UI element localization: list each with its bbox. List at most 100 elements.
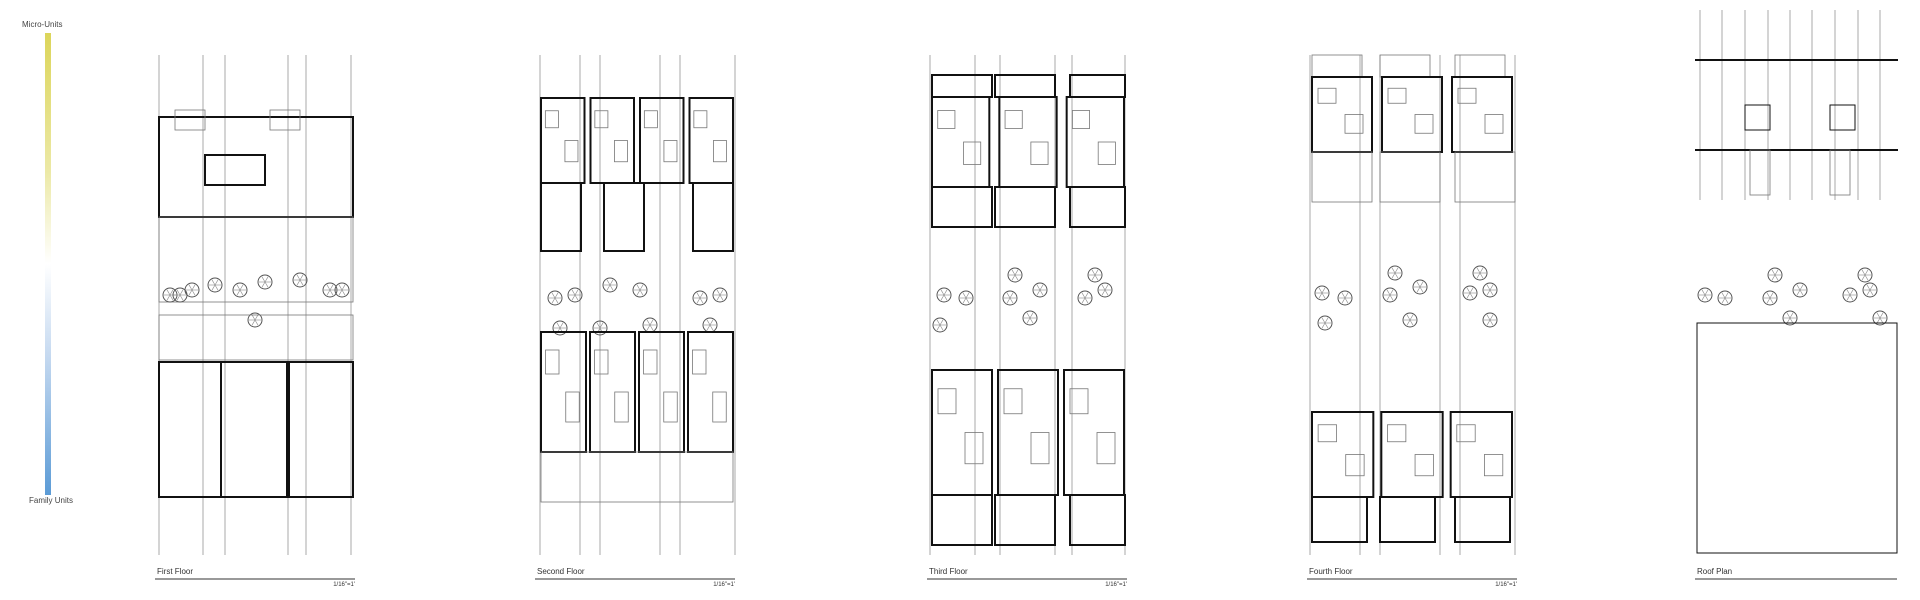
tree-branch bbox=[1386, 294, 1391, 301]
interior-partition bbox=[1311, 54, 1363, 78]
interior-partition bbox=[663, 140, 678, 163]
wall-outline bbox=[692, 182, 734, 252]
tree-branch bbox=[1011, 269, 1016, 276]
tree-branch bbox=[596, 322, 601, 329]
tree-branch bbox=[1799, 289, 1804, 296]
tree-branch bbox=[296, 279, 301, 286]
panel-title-fourth-floor: Fourth Floor bbox=[1309, 567, 1353, 576]
interior-partition bbox=[540, 451, 734, 503]
tree-icon bbox=[1317, 315, 1333, 331]
tree-icon bbox=[1482, 312, 1498, 328]
tree-branch bbox=[1849, 294, 1854, 301]
tree-branch bbox=[1876, 312, 1881, 319]
tree-branch bbox=[254, 319, 259, 326]
tree-branch bbox=[609, 279, 614, 286]
interior-partition bbox=[1030, 141, 1049, 165]
tree-branch bbox=[329, 289, 334, 296]
interior-partition bbox=[1030, 432, 1050, 465]
tree-icon bbox=[1337, 290, 1353, 306]
tree-branch bbox=[1879, 312, 1884, 319]
tree-branch bbox=[574, 294, 579, 301]
interior-partition bbox=[712, 391, 727, 423]
tree-branch bbox=[1469, 287, 1474, 294]
tree-branch bbox=[1036, 284, 1041, 291]
tree-branch bbox=[574, 289, 579, 296]
tree-branch bbox=[179, 289, 184, 296]
tree-branch bbox=[1318, 287, 1323, 294]
tree-branch bbox=[341, 289, 346, 296]
tree-branch bbox=[1476, 267, 1481, 274]
tree-branch bbox=[1864, 269, 1869, 276]
tree-branch bbox=[1864, 274, 1869, 281]
tree-branch bbox=[1036, 289, 1041, 296]
tree-branch bbox=[1479, 267, 1484, 274]
tree-branch bbox=[1786, 312, 1791, 319]
tree-branch bbox=[1029, 317, 1034, 324]
tree-branch bbox=[1774, 274, 1779, 281]
tree-branch bbox=[1861, 269, 1866, 276]
tree-branch bbox=[1796, 284, 1801, 291]
interior-partition bbox=[692, 349, 707, 375]
tree-icon bbox=[592, 320, 608, 336]
tree-branch bbox=[599, 322, 604, 329]
tree-icon bbox=[1792, 282, 1808, 298]
tree-icon bbox=[1697, 287, 1713, 303]
tree-branch bbox=[709, 319, 714, 326]
tree-branch bbox=[1721, 297, 1726, 304]
tree-branch bbox=[1084, 292, 1089, 299]
tree-branch bbox=[1026, 317, 1031, 324]
tree-branch bbox=[1771, 274, 1776, 281]
interior-partition bbox=[1484, 454, 1504, 477]
tree-branch bbox=[1479, 272, 1484, 279]
scale-third-floor: 1/16"=1' bbox=[1105, 582, 1127, 588]
tree-branch bbox=[1014, 269, 1019, 276]
interior-partition bbox=[1097, 141, 1116, 165]
tree-branch bbox=[1721, 292, 1726, 299]
tree-branch bbox=[1101, 289, 1106, 296]
tree-branch bbox=[649, 324, 654, 331]
interior-partition bbox=[1387, 87, 1407, 104]
tree-branch bbox=[211, 279, 216, 286]
tree-branch bbox=[609, 284, 614, 291]
tree-branch bbox=[179, 294, 184, 301]
interior-partition bbox=[594, 349, 609, 375]
tree-branch bbox=[696, 292, 701, 299]
tree-branch bbox=[326, 284, 331, 291]
interior-partition bbox=[614, 140, 628, 163]
wall-outline bbox=[158, 361, 222, 498]
tree-icon bbox=[552, 320, 568, 336]
tree-branch bbox=[1701, 289, 1706, 296]
title-underline bbox=[535, 578, 735, 580]
tree-branch bbox=[1486, 284, 1491, 291]
tree-branch bbox=[571, 289, 576, 296]
tree-branch bbox=[965, 292, 970, 299]
tree-branch bbox=[326, 289, 331, 296]
tree-branch bbox=[571, 294, 576, 301]
interior-partition bbox=[1457, 87, 1477, 104]
interior-partition bbox=[1004, 110, 1023, 129]
wall-outline bbox=[1744, 104, 1771, 131]
tree-branch bbox=[251, 319, 256, 326]
tree-icon bbox=[247, 312, 263, 328]
tree-branch bbox=[1466, 292, 1471, 299]
tree-icon bbox=[1387, 265, 1403, 281]
tree-icon bbox=[932, 317, 948, 333]
tree-branch bbox=[962, 297, 967, 304]
tree-branch bbox=[716, 294, 721, 301]
tree-icon bbox=[1097, 282, 1113, 298]
tree-branch bbox=[1879, 317, 1884, 324]
tree-branch bbox=[1324, 322, 1329, 329]
tree-branch bbox=[1389, 294, 1394, 301]
legend-top-label: Micro-Units bbox=[22, 20, 63, 29]
tree-branch bbox=[1321, 292, 1326, 299]
tree-branch bbox=[1394, 267, 1399, 274]
tree-icon bbox=[172, 287, 188, 303]
tree-icon bbox=[1857, 267, 1873, 283]
wall-outline bbox=[931, 186, 993, 228]
tree-branch bbox=[176, 294, 181, 301]
tree-branch bbox=[299, 279, 304, 286]
tree-icon bbox=[292, 272, 308, 288]
tree-icon bbox=[936, 287, 952, 303]
tree-branch bbox=[1324, 317, 1329, 324]
tree-branch bbox=[329, 284, 334, 291]
